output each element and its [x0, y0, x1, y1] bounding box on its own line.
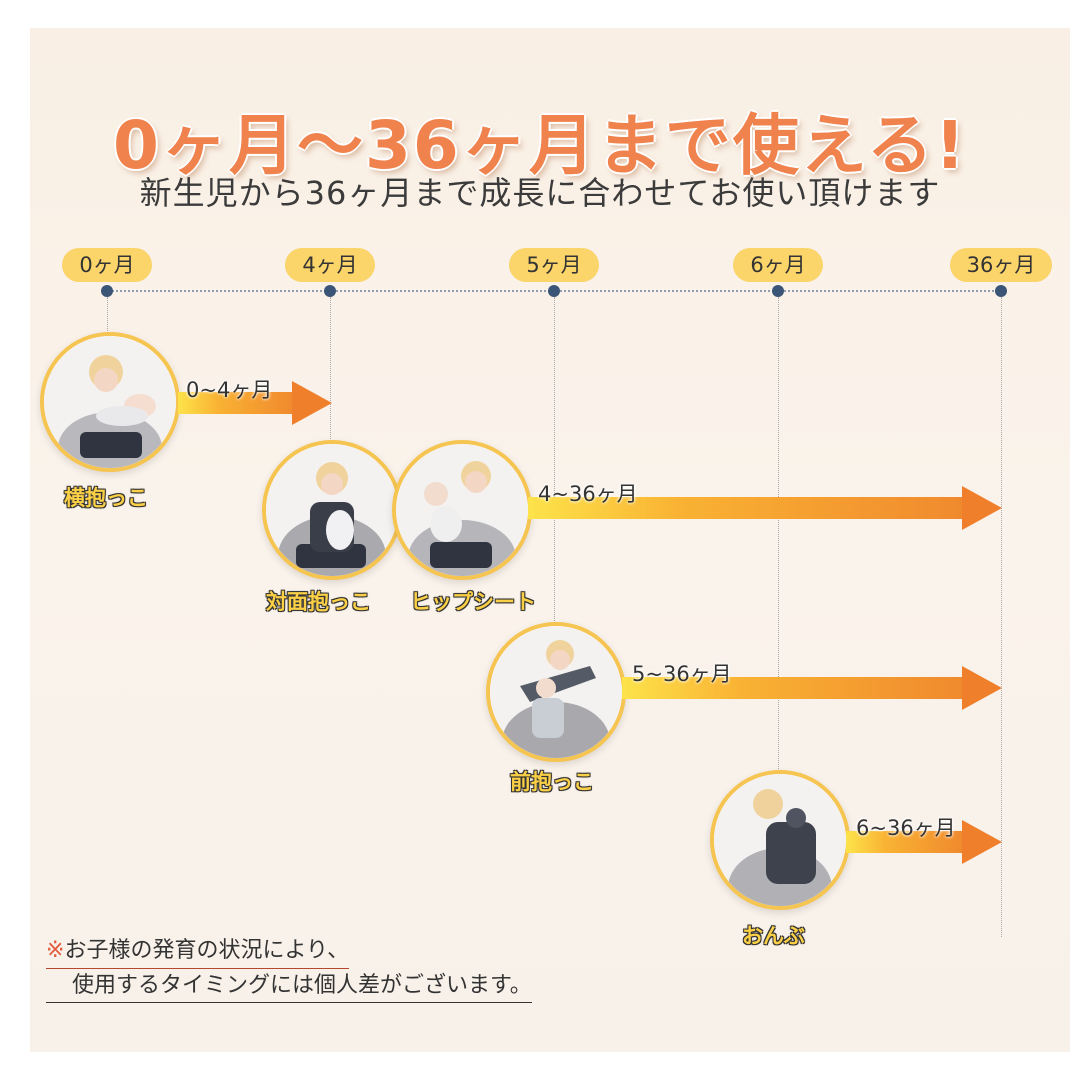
- hip-seat-arrowhead: [962, 486, 1002, 530]
- footnote-line-2: 使用するタイミングには個人差がございます。: [46, 969, 532, 1003]
- footnote-line-1: ※お子様の発育の状況により、: [46, 934, 350, 969]
- infographic-panel: [30, 28, 1070, 1052]
- facing-in-label: 対面抱っこ: [266, 590, 371, 614]
- footnote-mark: ※: [46, 938, 65, 963]
- guide-line-4: [330, 297, 331, 447]
- marker-0-months: 0ヶ月: [62, 248, 152, 282]
- page-subtitle: 新生児から36ヶ月まで成長に合わせてお使い頂けます: [139, 174, 941, 212]
- facing-out-arrow: [622, 677, 962, 699]
- timeline-node-4: [324, 285, 336, 297]
- facing-out-photo: [486, 622, 626, 762]
- timeline-node-36: [995, 285, 1007, 297]
- footnote-text-1: お子様の発育の状況により、: [64, 938, 350, 963]
- hip-seat-arrow: [528, 497, 962, 519]
- back-carry-photo: [710, 770, 850, 910]
- marker-4-months: 4ヶ月: [285, 248, 375, 282]
- timeline-node-5: [548, 285, 560, 297]
- hip-seat-range: 4~36ヶ月: [538, 482, 638, 506]
- marker-36-months: 36ヶ月: [950, 248, 1052, 282]
- cradle-hold-photo: [40, 332, 180, 472]
- footnote: ※お子様の発育の状況により、 使用するタイミングには個人差がございます。: [46, 934, 532, 1003]
- marker-6-months: 6ヶ月: [733, 248, 823, 282]
- facing-in-photo: [262, 440, 402, 580]
- marker-5-months: 5ヶ月: [509, 248, 599, 282]
- cradle-hold-arrowhead: [292, 381, 332, 425]
- page-title: 0ヶ月〜36ヶ月まで使える!: [113, 107, 967, 184]
- timeline-node-6: [772, 285, 784, 297]
- guide-line-6: [778, 297, 779, 777]
- cradle-hold-arrow: [178, 392, 292, 414]
- facing-out-arrowhead: [962, 666, 1002, 710]
- back-carry-label: おんぶ: [742, 924, 805, 948]
- facing-out-range: 5~36ヶ月: [632, 662, 732, 686]
- facing-out-label: 前抱っこ: [510, 770, 594, 794]
- cradle-hold-range: 0~4ヶ月: [186, 378, 273, 402]
- back-carry-arrow: [846, 831, 962, 853]
- back-carry-range: 6~36ヶ月: [856, 816, 956, 840]
- guide-line-5: [554, 297, 555, 637]
- guide-line-36: [1001, 297, 1002, 937]
- timeline-node-0: [101, 285, 113, 297]
- hip-seat-photo: [392, 440, 532, 580]
- hip-seat-label: ヒップシート: [410, 590, 536, 614]
- guide-line-0: [107, 297, 108, 337]
- back-carry-arrowhead: [962, 820, 1002, 864]
- cradle-hold-label: 横抱っこ: [64, 486, 148, 510]
